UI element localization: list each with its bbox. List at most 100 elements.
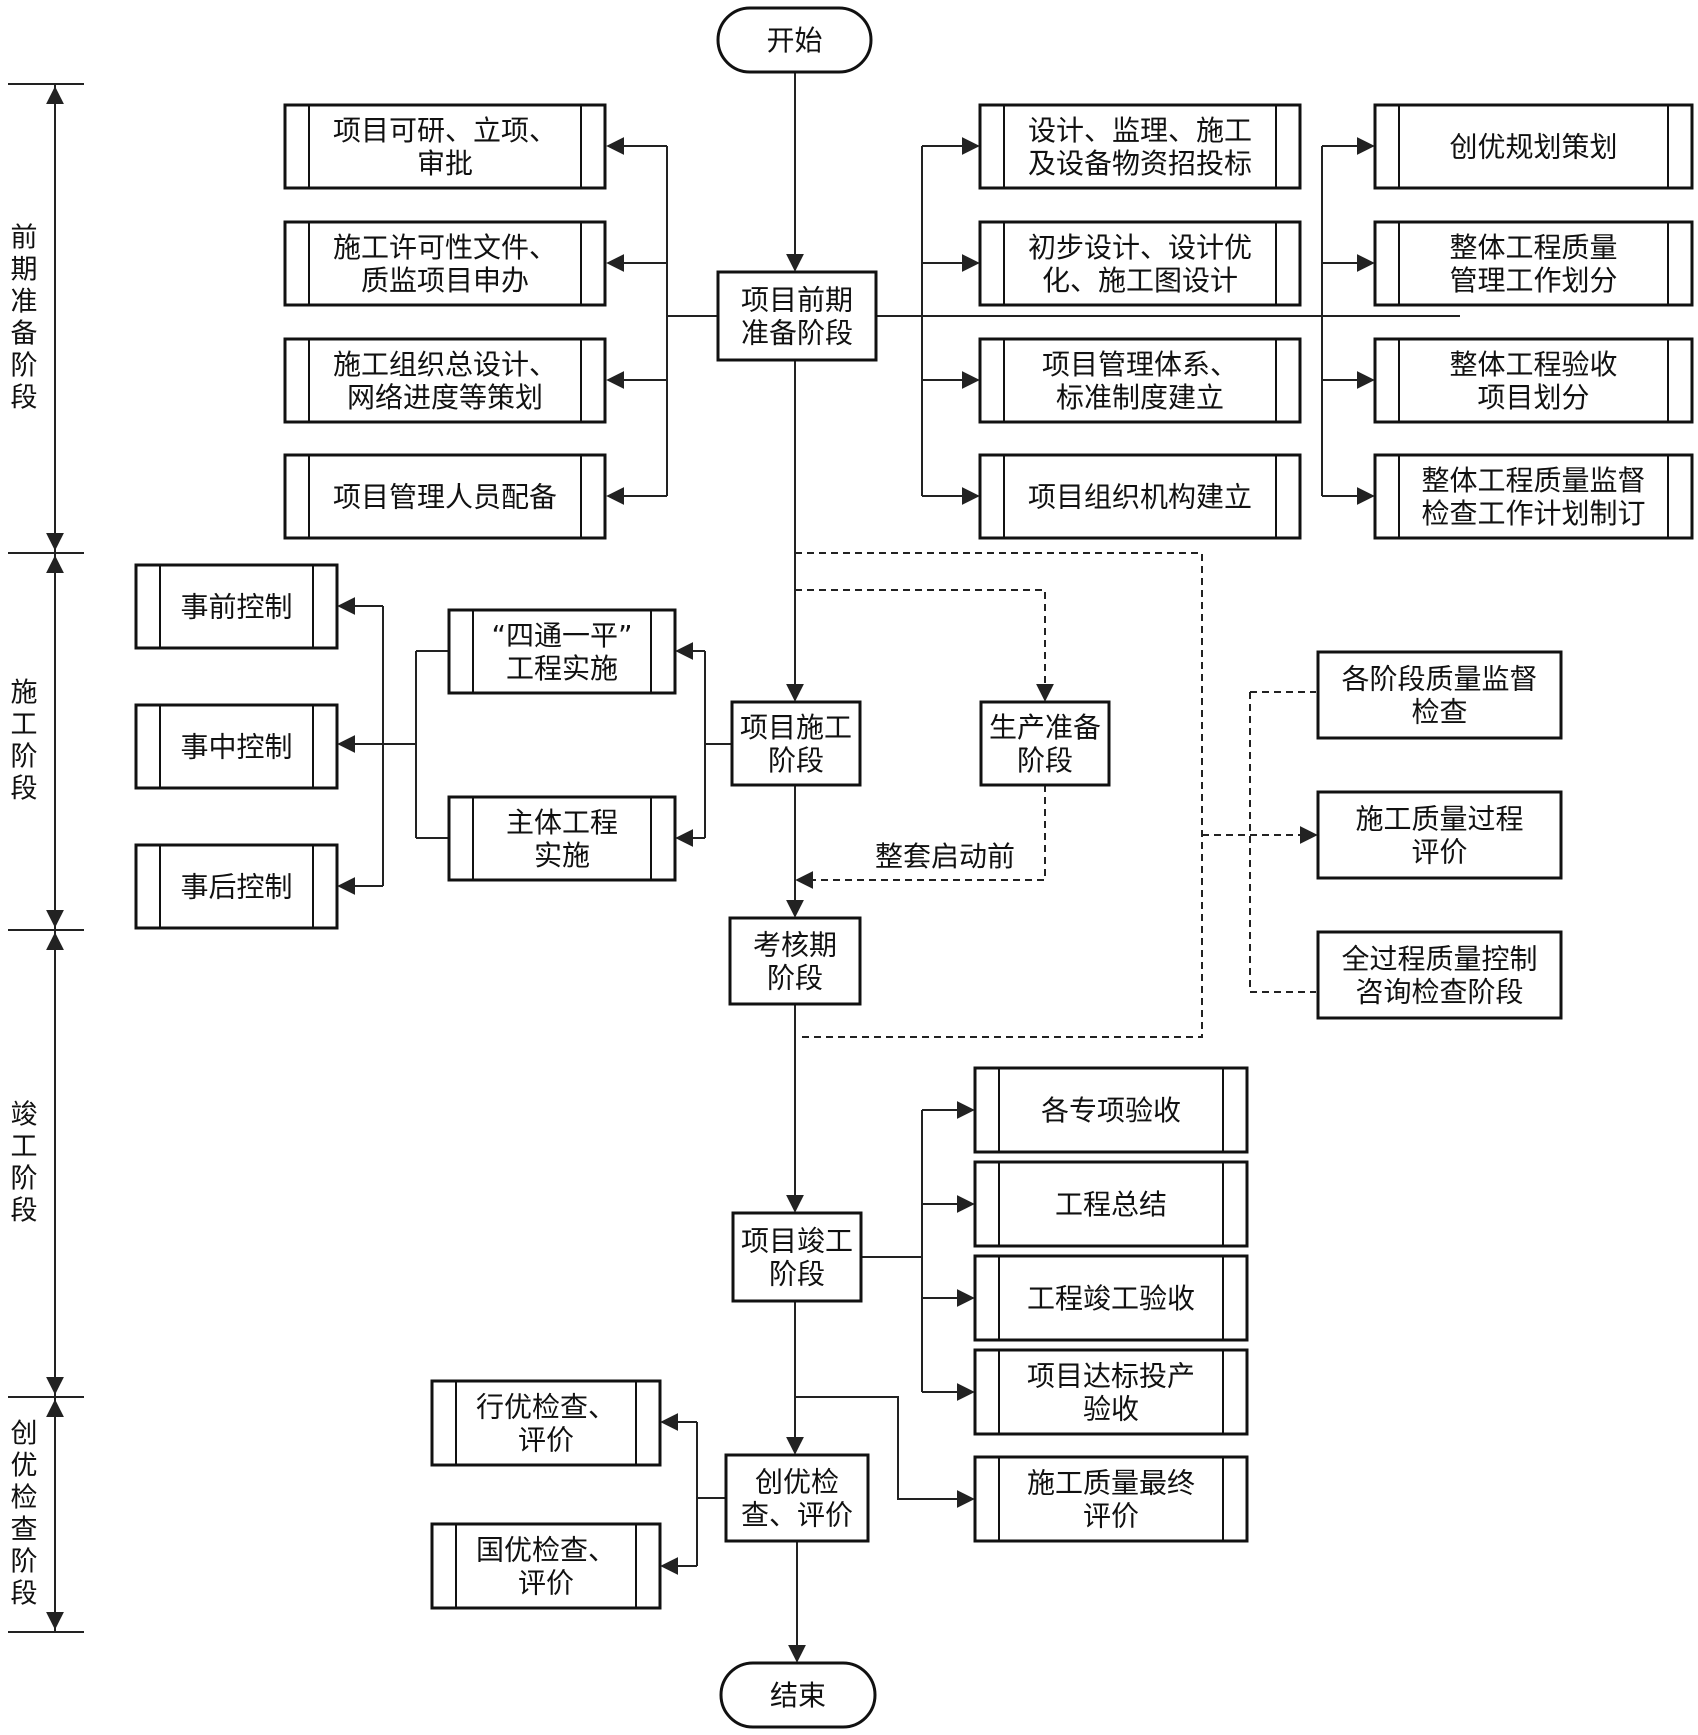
process-box [283,453,607,540]
process-box [973,1455,1249,1543]
node-label: 行优检查、评价 [476,1391,616,1457]
node-label: 工程总结 [1055,1188,1167,1221]
node-label: 项目前期准备阶段 [741,284,853,350]
process-box [1373,453,1694,540]
phase-label-bg [8,218,42,419]
node-accdivision: 整体工程验收项目划分 [1373,337,1694,424]
process-box [134,843,339,930]
process-box [973,1066,1249,1154]
process-box [978,220,1302,307]
node-design: 初步设计、设计优化、施工图设计 [978,220,1302,307]
phase-label-p2: 施工阶段 [11,678,38,805]
process-box [978,103,1302,190]
node-label: 国优检查、评价 [476,1534,616,1600]
node-post_ctrl: 事后控制 [134,843,339,930]
node-label: 生产准备阶段 [989,711,1101,777]
node-excplan: 创优规划策划 [1373,103,1694,190]
node-label: 各阶段质量监督检查 [1341,663,1537,729]
node-mgmtsys: 项目管理体系、标准制度建立 [978,337,1302,424]
node-prep: 项目前期准备阶段 [716,270,878,362]
node-bidding: 设计、监理、施工及设备物资招投标 [978,103,1302,190]
node-label: 项目可研、立项、审批 [333,114,557,180]
process-box [134,703,339,790]
node-label: 事后控制 [180,871,292,904]
node-industry: 行优检查、评价 [430,1379,662,1467]
flow-edges [337,72,1460,1663]
node-label: 整体工程质量监督检查工作计划制订 [1421,464,1645,530]
process-box [1316,650,1563,740]
process-box [1373,220,1694,307]
node-orgstruct: 项目组织机构建立 [978,453,1302,540]
node-mid_ctrl: 事中控制 [134,703,339,790]
node-pre_ctrl: 事前控制 [134,563,339,650]
node-label: 整体工程质量管理工作划分 [1449,231,1617,297]
node-excel: 创优检查、评价 [724,1453,870,1543]
node-label: 事前控制 [180,591,292,624]
process-box [973,1254,1249,1342]
process-box [973,1160,1249,1248]
node-special: 各专项验收 [973,1066,1249,1154]
node-stagecheck: 各阶段质量监督检查 [1316,650,1563,740]
process-box [716,270,878,362]
node-label: 设计、监理、施工及设备物资招投标 [1028,114,1252,180]
process-box [430,1379,662,1467]
node-label: 各专项验收 [1041,1094,1181,1127]
node-national: 国优检查、评价 [430,1522,662,1610]
process-box [1373,337,1694,424]
node-label: 结束 [770,1679,826,1712]
node-label: 考核期阶段 [753,929,837,995]
process-box [728,916,862,1006]
node-label: 项目组织机构建立 [1028,481,1252,514]
node-end: 结束 [719,1661,877,1729]
node-supplan: 整体工程质量监督检查工作计划制订 [1373,453,1694,540]
phase-label-p4: 创优检查阶段 [11,1419,38,1610]
node-label: 主体工程实施 [506,806,618,872]
process-box [447,608,677,695]
process-box [978,337,1302,424]
process-box [283,337,607,424]
phase-label-p1: 前期准备阶段 [11,223,38,414]
node-compaccept: 工程竣工验收 [973,1254,1249,1342]
node-label: 项目管理人员配备 [333,481,557,514]
node-completion: 项目竣工阶段 [731,1211,863,1303]
node-consult: 全过程质量控制咨询检查阶段 [1316,930,1563,1020]
connector [795,1396,975,1508]
node-production: 项目达标投产验收 [973,1348,1249,1436]
dashed-connector [795,589,1054,702]
process-box [730,700,862,787]
node-label: 整体工程验收项目划分 [1449,348,1617,414]
node-label: 项目管理体系、标准制度建立 [1042,348,1238,414]
node-label: 施工组织总设计、网络进度等策划 [333,348,557,414]
process-box [283,220,607,307]
process-box [979,700,1111,787]
phase-label-p3: 竣工阶段 [11,1100,38,1227]
node-label: 开始 [766,24,822,57]
node-sitong: “四通一平”工程实施 [447,608,677,695]
node-label: 创优规划策划 [1449,131,1617,164]
node-orgdesign: 施工组织总设计、网络进度等策划 [283,337,607,424]
process-box [1316,930,1563,1020]
process-box [283,103,607,190]
node-label: 施工质量最终评价 [1027,1467,1195,1533]
node-permit: 施工许可性文件、质监项目申办 [283,220,607,307]
dashed-connector [795,552,1203,1038]
phase-label-bg [8,1414,42,1615]
process-box [134,563,339,650]
node-mainwork: 主体工程实施 [447,795,677,882]
node-label: 施工许可性文件、质监项目申办 [333,231,557,297]
node-assess: 考核期阶段 [728,916,862,1006]
node-label: 项目施工阶段 [740,711,852,777]
node-finaleval: 施工质量最终评价 [973,1455,1249,1543]
terminator-shape [716,6,873,74]
process-box [1316,790,1563,880]
node-label: 全过程质量控制咨询检查阶段 [1341,943,1537,1009]
terminator-shape [719,1661,877,1729]
process-box [724,1453,870,1543]
node-summary: 工程总结 [973,1160,1249,1248]
node-label: 创优检查、评价 [741,1466,853,1532]
node-label: “四通一平”工程实施 [491,619,632,685]
process-box [430,1522,662,1610]
